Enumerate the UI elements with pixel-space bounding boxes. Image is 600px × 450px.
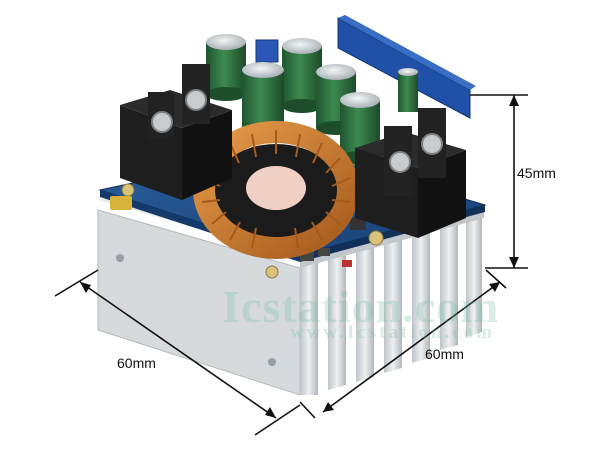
right-extension-back (485, 269, 507, 289)
terminal-screw (151, 111, 173, 133)
right-dimension-line (322, 281, 501, 413)
height-dimension-label: 45mm (517, 165, 556, 181)
potentiometer (255, 39, 279, 63)
left-extension-front (254, 404, 301, 436)
capacitors (206, 34, 418, 165)
mount-hole (116, 254, 124, 262)
capacitor (242, 62, 284, 137)
left-extension-back (54, 269, 99, 297)
led-indicator (342, 260, 352, 267)
screw-terminal-left (120, 64, 232, 200)
smd-chip (350, 218, 366, 230)
terminal-screw (421, 133, 443, 155)
pcb-pad (265, 265, 279, 279)
smd-component (318, 248, 330, 256)
right-extension-front (299, 401, 316, 419)
screw-terminal-right (355, 108, 466, 238)
mount-hole (268, 358, 276, 366)
pcb-pad (368, 230, 384, 246)
terminal-pin (110, 196, 132, 210)
right-dimension-label: 60mm (425, 346, 464, 362)
capacitor (282, 38, 322, 113)
pcb-pad (121, 183, 135, 197)
capacitor (398, 68, 418, 112)
dimension-lines (54, 94, 528, 436)
terminal-screw (389, 151, 411, 173)
terminal-screw (185, 89, 207, 111)
daughter-board (337, 15, 476, 119)
left-dimension-label: 60mm (117, 355, 156, 371)
left-dimension-line (79, 281, 277, 419)
toroid-core (246, 166, 306, 210)
capacitor (206, 34, 246, 101)
smd-component (300, 252, 314, 261)
